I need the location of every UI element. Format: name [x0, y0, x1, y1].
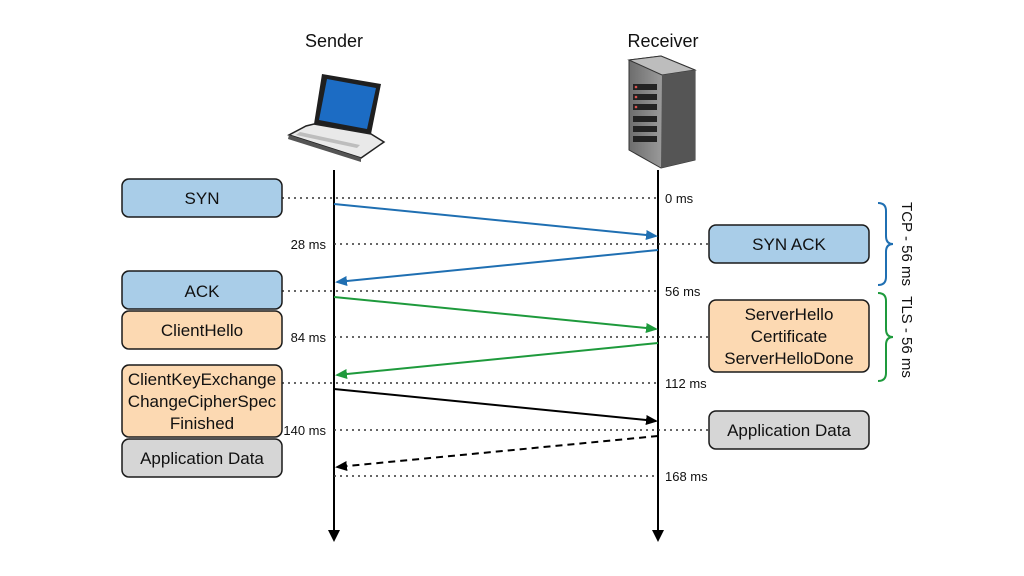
- server-hello-arrow: [335, 342, 659, 379]
- syn-ack-arrow: [335, 249, 659, 286]
- application-data-response-arrow: [335, 435, 659, 472]
- tcp-duration-label: TCP - 56 ms: [898, 202, 915, 286]
- client-key-exchange-box: ClientKeyExchange ChangeCipherSpec Finis…: [121, 364, 283, 438]
- finished-label: Finished: [170, 414, 234, 433]
- receiver-application-data-box: Application Data: [708, 410, 870, 450]
- sender-application-data-label: Application Data: [140, 449, 264, 468]
- time-label-28: 28 ms: [291, 237, 327, 252]
- time-label-168: 168 ms: [665, 469, 708, 484]
- change-cipher-spec-label: ChangeCipherSpec: [128, 392, 277, 411]
- sender-timeline-arrowhead: [328, 530, 340, 542]
- client-hello-box: ClientHello: [121, 310, 283, 350]
- tcp-brace: [877, 202, 894, 286]
- syn-ack-label: SYN ACK: [752, 235, 826, 254]
- ack-box: ACK: [121, 270, 283, 310]
- client-key-exchange-arrow: [333, 388, 658, 425]
- syn-box: SYN: [121, 178, 283, 218]
- time-label-140: 140 ms: [283, 423, 326, 438]
- server-hello-box: ServerHello Certificate ServerHelloDone: [708, 299, 870, 373]
- time-label-0: 0 ms: [665, 191, 694, 206]
- receiver-title: Receiver: [627, 31, 698, 51]
- time-label-56: 56 ms: [665, 284, 701, 299]
- tls-brace: [877, 292, 894, 382]
- syn-label: SYN: [185, 189, 220, 208]
- time-label-112: 112 ms: [665, 376, 707, 391]
- tls-duration-label: TLS - 56 ms: [898, 296, 915, 378]
- client-hello-label: ClientHello: [161, 321, 243, 340]
- client-hello-arrow: [333, 296, 658, 333]
- syn-arrow: [333, 203, 658, 240]
- receiver-application-data-label: Application Data: [727, 421, 851, 440]
- syn-ack-box: SYN ACK: [708, 224, 870, 264]
- server-hello-label: ServerHello: [745, 305, 834, 324]
- client-key-exchange-label: ClientKeyExchange: [128, 370, 276, 389]
- time-gridlines: [282, 197, 708, 477]
- server-hello-done-label: ServerHelloDone: [724, 349, 853, 368]
- server-icon: [627, 55, 697, 169]
- time-label-84: 84 ms: [291, 330, 327, 345]
- sender-application-data-box: Application Data: [121, 438, 283, 478]
- laptop-icon: [287, 74, 386, 162]
- certificate-label: Certificate: [751, 327, 828, 346]
- ack-label: ACK: [185, 282, 221, 301]
- receiver-timeline-arrowhead: [652, 530, 664, 542]
- sender-title: Sender: [305, 31, 363, 51]
